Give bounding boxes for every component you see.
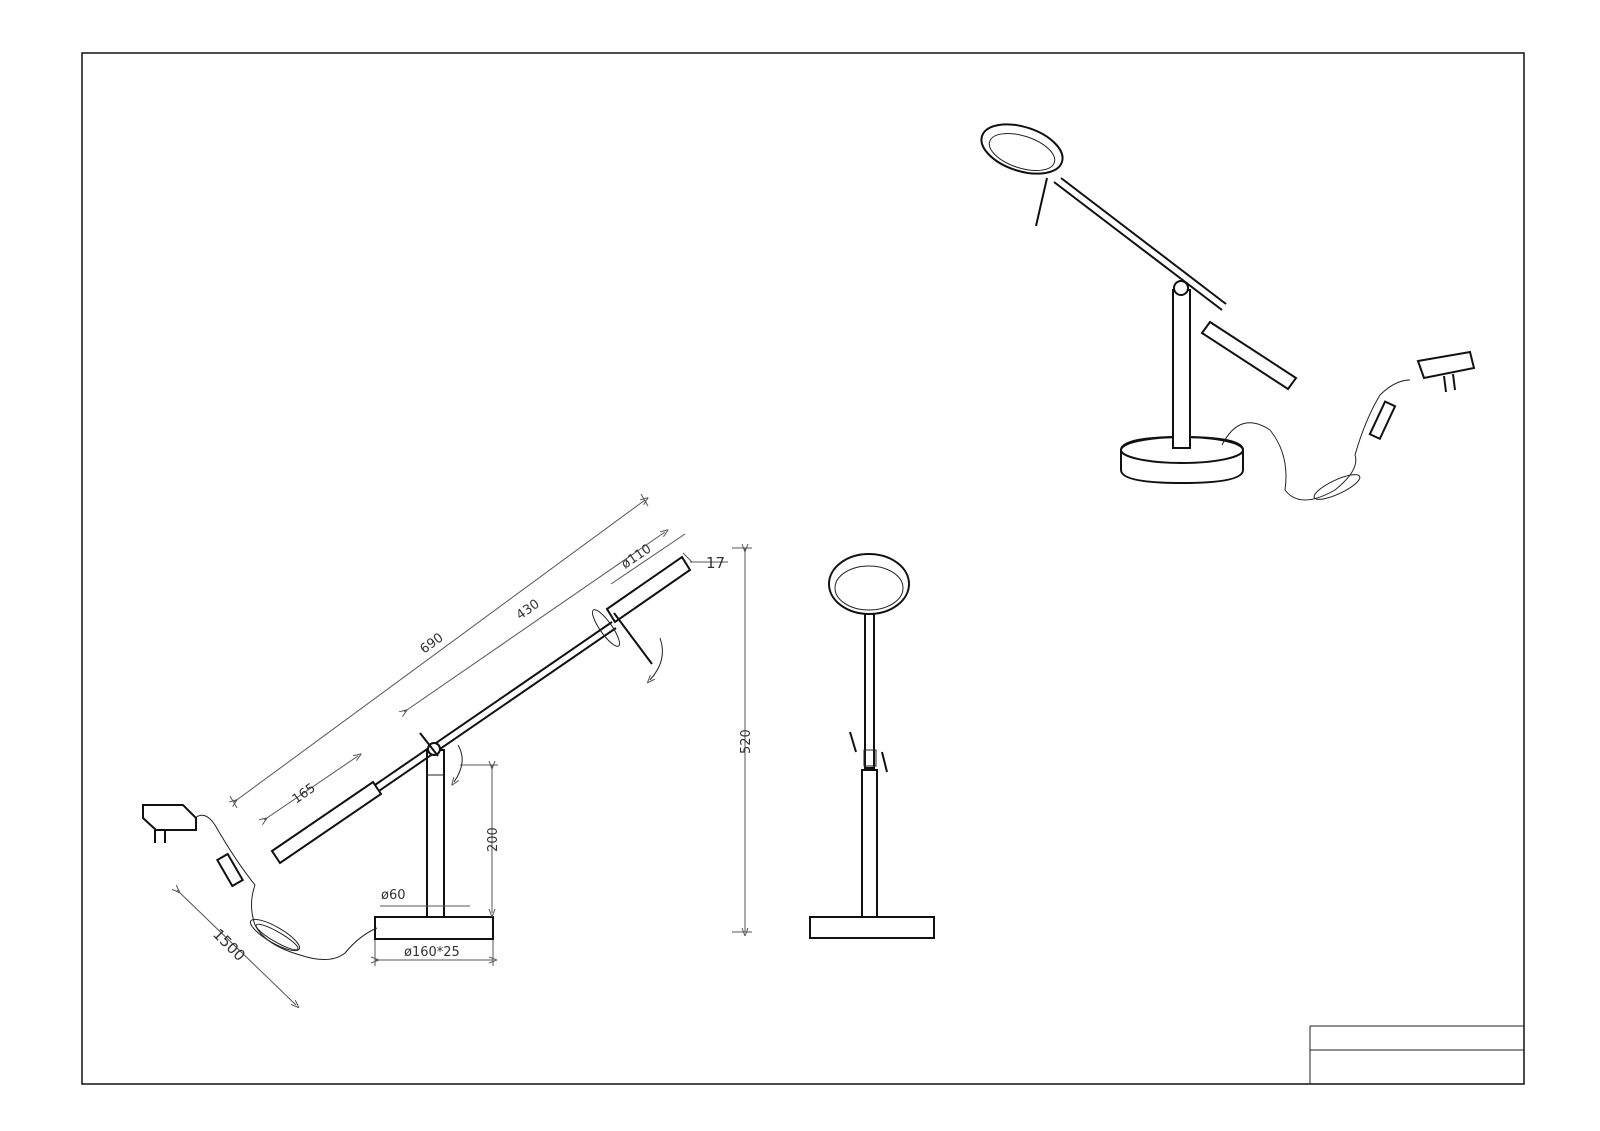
dim-17: 17 xyxy=(706,554,725,572)
side-connector xyxy=(215,852,245,888)
persp-power-adapter xyxy=(1416,350,1476,380)
front-base xyxy=(809,916,935,939)
side-base xyxy=(374,916,494,940)
dim-o60: ø60 xyxy=(381,888,406,903)
side-arm xyxy=(371,621,613,788)
dim-1500: 1500 xyxy=(209,925,249,965)
side-counterweight xyxy=(270,780,383,865)
drawing-frame xyxy=(81,52,1525,1085)
persp-arm xyxy=(1053,181,1223,311)
side-lamp-head xyxy=(605,555,692,624)
title-block xyxy=(1309,1025,1524,1084)
front-view xyxy=(809,553,935,939)
dim-165: 165 xyxy=(290,781,319,808)
side-view: 690 430 ø110 17 165 520 200 ø60 ø160*25 xyxy=(142,493,754,1005)
persp-pole xyxy=(1172,289,1191,449)
front-pole xyxy=(861,769,878,918)
dim-200: 200 xyxy=(486,827,501,852)
persp-cable xyxy=(1221,379,1411,501)
dim-o110: ø110 xyxy=(619,542,655,573)
dim-520: 520 xyxy=(739,729,754,754)
side-power-adapter xyxy=(142,804,197,831)
persp-connector xyxy=(1368,400,1397,441)
perspective-view xyxy=(980,123,1476,501)
persp-lamp-head xyxy=(980,123,1064,175)
persp-counterweight xyxy=(1200,320,1298,391)
dim-690: 690 xyxy=(418,631,447,658)
front-lamp-head xyxy=(828,553,910,615)
dim-o160x25: ø160*25 xyxy=(404,945,460,960)
